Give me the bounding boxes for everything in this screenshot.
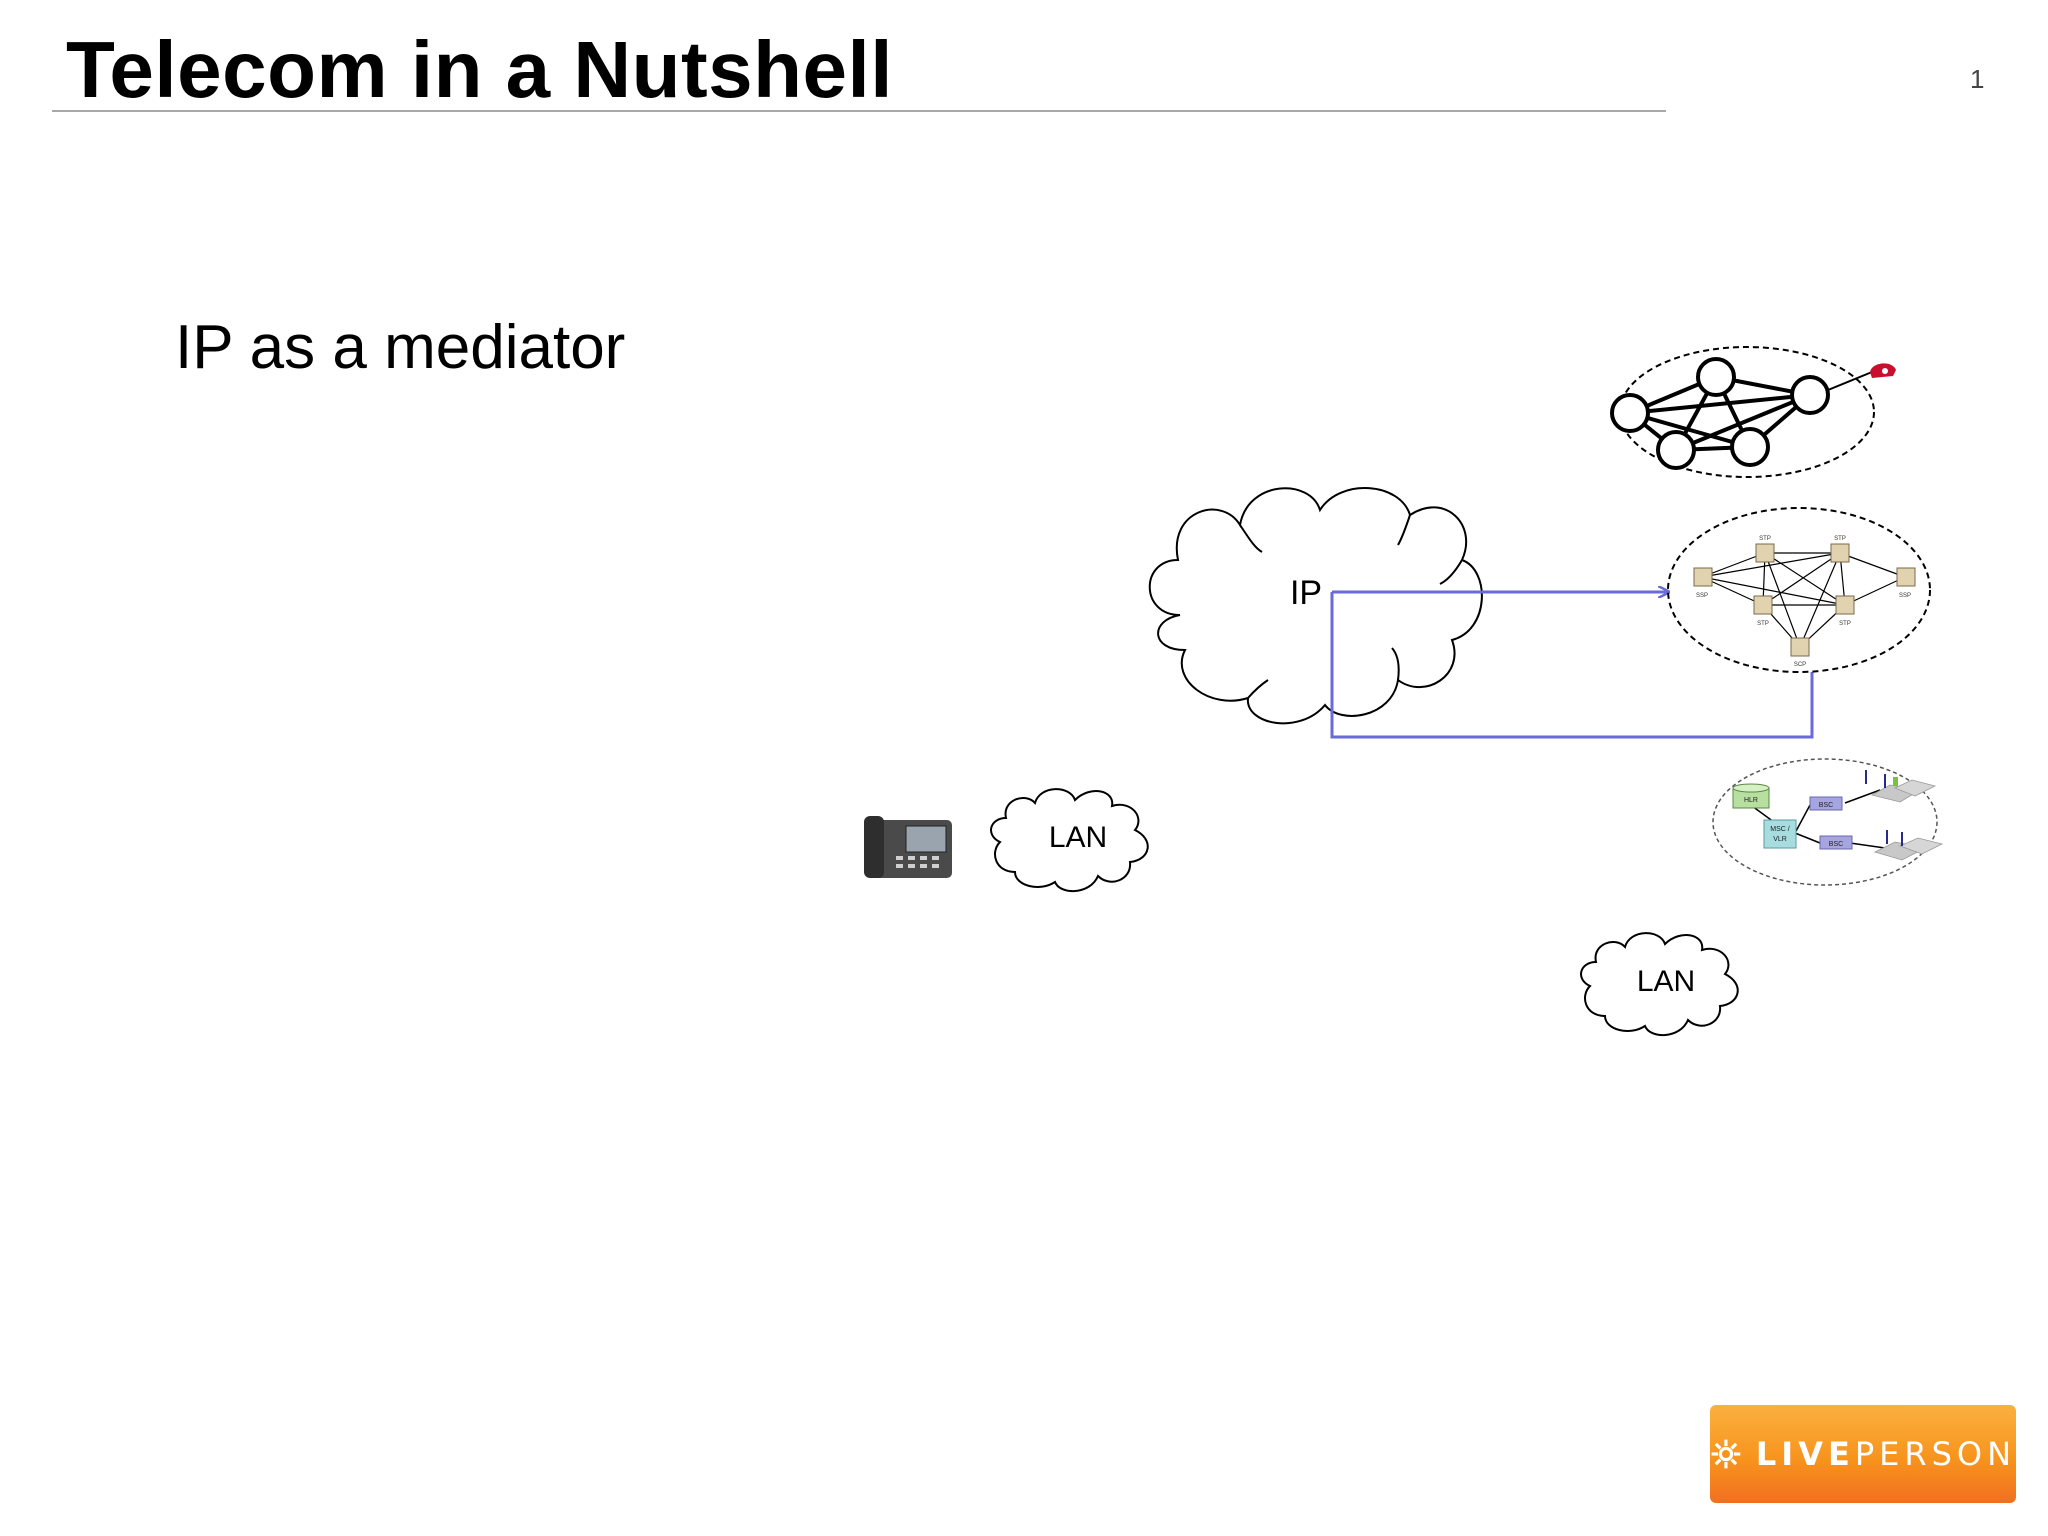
mobile-network: HLR MSC / VLR BSC BSC [1712,758,1944,886]
ss7-label-stp-3: STP [1757,621,1769,627]
cell-tower-icons [1865,770,1944,861]
msc-label-line2: VLR [1773,836,1787,843]
bullet-text: IP as a mediator [175,313,626,382]
ip-cloud-label: IP [1290,574,1322,612]
slide-title: Telecom in a Nutshell [66,25,893,114]
logo-word-light: PERSON [1854,1435,2016,1473]
red-telephone-icon [1870,363,1896,378]
bsc-label-2: BSC [1829,841,1843,848]
ss7-label-stp-4: STP [1839,621,1851,627]
bsc-label-1: BSC [1819,802,1833,809]
ss7-label-stp-1: STP [1759,536,1771,542]
hlr-database-icon: HLR [1732,783,1770,809]
logo-word-bold: LIVE [1755,1435,1855,1473]
hlr-label: HLR [1744,797,1758,804]
sun-logo-icon [1711,1439,1741,1469]
liveperson-logo: LIVEPERSON [1710,1405,2016,1503]
msc-label-line1: MSC / [1770,826,1790,833]
logo-wordmark: LIVEPERSON [1756,1435,2016,1473]
ip-phone-icon [864,816,952,878]
ss7-label-stp-2: STP [1834,536,1846,542]
ip-cloud: IP [1148,487,1483,725]
pstn-mesh-network [1610,346,1896,478]
ss7-label-scp: SCP [1794,662,1806,668]
page-number: 1 [1970,64,1985,94]
lan-cloud-right: LAN [1580,932,1739,1037]
lan-cloud-left: LAN [990,788,1149,893]
ss7-network: STP STP STP STP SSP SSP SCP [1667,507,1931,673]
lan-right-label: LAN [1637,965,1695,998]
ss7-label-ssp-2: SSP [1899,593,1911,599]
ss7-label-ssp-1: SSP [1696,593,1708,599]
lan-left-label: LAN [1049,821,1107,854]
ip-connector [1330,592,1814,739]
title-divider [52,110,1666,112]
